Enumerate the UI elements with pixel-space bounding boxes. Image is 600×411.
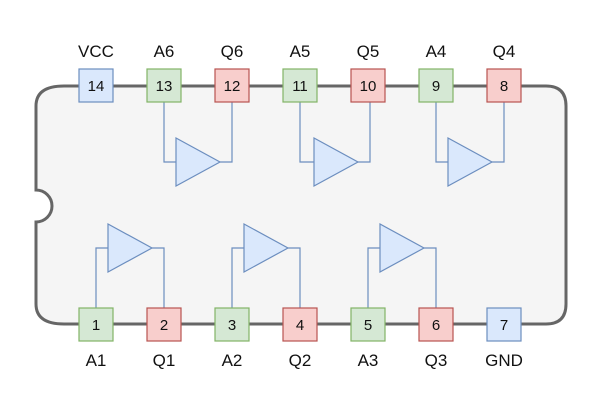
pin-5-number: 5 xyxy=(364,317,372,334)
pin-2-box xyxy=(146,307,182,342)
buffer-gate-3 xyxy=(379,222,426,274)
wire-buffer-1 xyxy=(95,247,108,308)
pin-12-box xyxy=(214,68,250,103)
pin-13: 13 A6 xyxy=(146,42,182,103)
pin-14-box xyxy=(78,68,114,103)
wire-buffer-4 xyxy=(492,102,505,163)
pin-4: 4 Q2 xyxy=(282,307,318,370)
pin-8-box xyxy=(486,68,522,103)
pin-7-label: GND xyxy=(485,351,523,370)
pin-4-label: Q2 xyxy=(289,351,312,370)
pin-14-label: VCC xyxy=(78,42,114,61)
pin-10-box xyxy=(350,68,386,103)
pin-11-box xyxy=(282,68,318,103)
pin-9-number: 9 xyxy=(432,78,440,95)
buffer-gate-2 xyxy=(243,222,290,274)
pin-11-number: 11 xyxy=(292,78,308,95)
buffer-gate-5 xyxy=(313,136,360,188)
wire-buffer-3 xyxy=(367,247,380,308)
pin-9-label: A4 xyxy=(426,42,447,61)
chip-body xyxy=(34,84,568,326)
pin-9: 9 A4 xyxy=(418,42,454,103)
pin-12: 12 Q6 xyxy=(214,42,250,103)
pin-4-number: 4 xyxy=(296,317,304,334)
wire-buffer-5 xyxy=(358,102,371,163)
pin-3-box xyxy=(214,307,250,342)
pin-4-box xyxy=(282,307,318,342)
pin-12-label: Q6 xyxy=(221,42,244,61)
pin-8: 8 Q4 xyxy=(486,42,522,103)
pin-13-number: 13 xyxy=(156,78,173,95)
buffers xyxy=(107,136,494,274)
wire-buffer-1 xyxy=(152,247,165,308)
pin-2-label: Q1 xyxy=(153,351,176,370)
buffer-gate-4 xyxy=(447,136,494,188)
pin-10: 10 Q5 xyxy=(350,42,386,103)
pin-5-box xyxy=(350,307,386,342)
pin-1-label: A1 xyxy=(86,351,107,370)
wire-buffer-5 xyxy=(299,102,314,163)
pin-6-box xyxy=(418,307,454,342)
wires xyxy=(95,102,505,308)
pin-13-label: A6 xyxy=(154,42,175,61)
wire-buffer-2 xyxy=(288,247,301,308)
pin-1-box xyxy=(78,307,114,342)
pin-13-box xyxy=(146,68,182,103)
pin-7-box xyxy=(486,307,522,342)
pin-1: 1 A1 xyxy=(78,307,114,370)
wire-buffer-6 xyxy=(220,102,233,163)
pin-11: 11 A5 xyxy=(282,42,318,103)
buffer-gate-6 xyxy=(175,136,222,188)
pin-10-label: Q5 xyxy=(357,42,380,61)
pin-3-number: 3 xyxy=(228,317,236,334)
pin-11-label: A5 xyxy=(290,42,311,61)
pin-9-box xyxy=(418,68,454,103)
pin-8-number: 8 xyxy=(500,78,508,95)
wire-buffer-6 xyxy=(163,102,176,163)
pin-5-label: A3 xyxy=(358,351,379,370)
pin-8-label: Q4 xyxy=(493,42,516,61)
pin-2-number: 2 xyxy=(160,317,168,334)
pin-2: 2 Q1 xyxy=(146,307,182,370)
pin-5: 5 A3 xyxy=(350,307,386,370)
pin-10-number: 10 xyxy=(360,78,377,95)
wire-buffer-2 xyxy=(231,247,244,308)
pin-6-number: 6 xyxy=(432,317,440,334)
pin-14-number: 14 xyxy=(88,78,105,95)
pin-7-number: 7 xyxy=(500,317,508,334)
pin-1-number: 1 xyxy=(92,317,100,334)
wire-buffer-4 xyxy=(435,102,448,163)
pin-6-label: Q3 xyxy=(425,351,448,370)
pin-12-number: 12 xyxy=(224,78,241,95)
pin-6: 6 Q3 xyxy=(418,307,454,370)
wire-buffer-3 xyxy=(424,247,437,308)
top-pin-row: 14 VCC 13 A6 12 Q6 11 A5 10 Q5 9 A4 xyxy=(78,42,522,103)
pin-3: 3 A2 xyxy=(214,307,250,370)
buffer-gate-1 xyxy=(107,222,154,274)
pin-14: 14 VCC xyxy=(78,42,114,103)
pin-3-label: A2 xyxy=(222,351,243,370)
pin-7: 7 GND xyxy=(485,307,523,370)
bottom-pin-row: 1 A1 2 Q1 3 A2 4 Q2 5 A3 6 Q3 xyxy=(78,307,523,370)
